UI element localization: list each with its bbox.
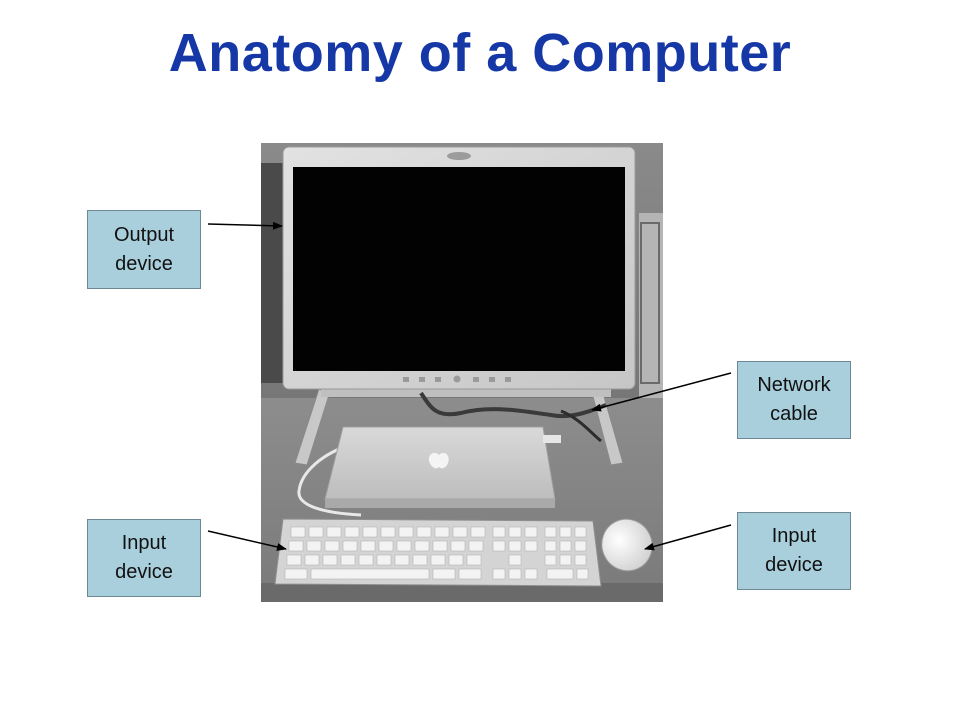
monitor-screen xyxy=(293,167,625,371)
computer-photo xyxy=(261,143,663,602)
cable-bundle xyxy=(419,391,607,418)
desk-edge xyxy=(261,583,663,602)
callout-network-cable: Network cable xyxy=(737,361,851,439)
keyboard-keys xyxy=(284,526,589,580)
monitor-stand-base xyxy=(321,387,611,397)
callout-input-device-mouse: Input device xyxy=(737,512,851,590)
callout-input-device-keyboard: Input device xyxy=(87,519,201,597)
monitor-buttons xyxy=(403,375,511,383)
network-cable-line xyxy=(560,409,602,443)
laptop-front xyxy=(325,499,555,508)
laptop-connector xyxy=(543,435,561,443)
slide-title: Anatomy of a Computer xyxy=(168,23,792,83)
callout-output-device: Output device xyxy=(87,210,201,289)
apple-logo xyxy=(428,452,449,469)
usb-cable xyxy=(297,441,362,517)
monitor-logo xyxy=(447,152,471,160)
